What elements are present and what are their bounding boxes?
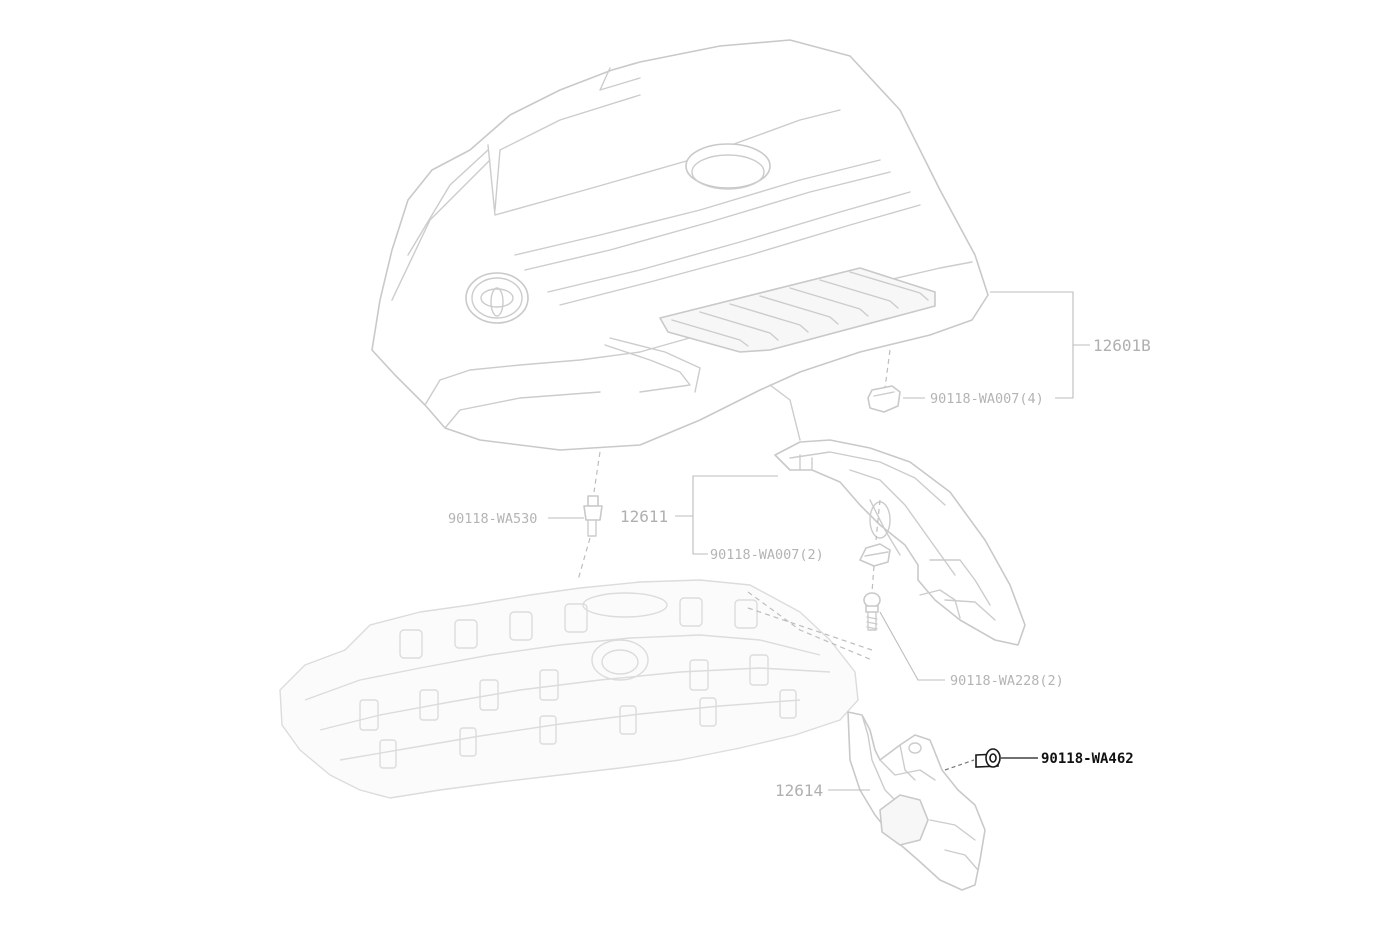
label-90118-wa530: 90118-WA530 [448, 511, 537, 527]
label-12611: 12611 [620, 507, 668, 526]
label-90118-wa462[interactable]: 90118-WA462 [1041, 751, 1134, 767]
engine-cover-12611[interactable] [774, 439, 1026, 646]
leader-12611 [675, 475, 778, 555]
stud-90118-wa530[interactable] [577, 451, 603, 581]
bolt-90118-wa228-2[interactable] [863, 565, 881, 631]
grille-vents [659, 267, 936, 353]
cylinder-head-cover [279, 579, 859, 799]
leader-12601b [990, 291, 1090, 399]
label-90118-wa007-4: 90118-WA007(4) [930, 391, 1044, 407]
label-90118-wa228-2: 90118-WA228(2) [950, 673, 1064, 689]
logo-emblem-icon [465, 272, 529, 324]
clip-90118-wa007-4[interactable] [867, 349, 901, 413]
leader-wa228-2 [879, 611, 945, 681]
label-90118-wa007-2: 90118-WA007(2) [710, 547, 824, 563]
dashed-guide-right [747, 591, 873, 661]
bracket-12614[interactable] [847, 711, 986, 891]
label-12614: 12614 [775, 781, 823, 800]
label-12601b: 12601B [1093, 336, 1151, 355]
bolt-90118-wa462[interactable] [944, 748, 1001, 771]
engine-cover-12601b[interactable] [371, 39, 989, 451]
